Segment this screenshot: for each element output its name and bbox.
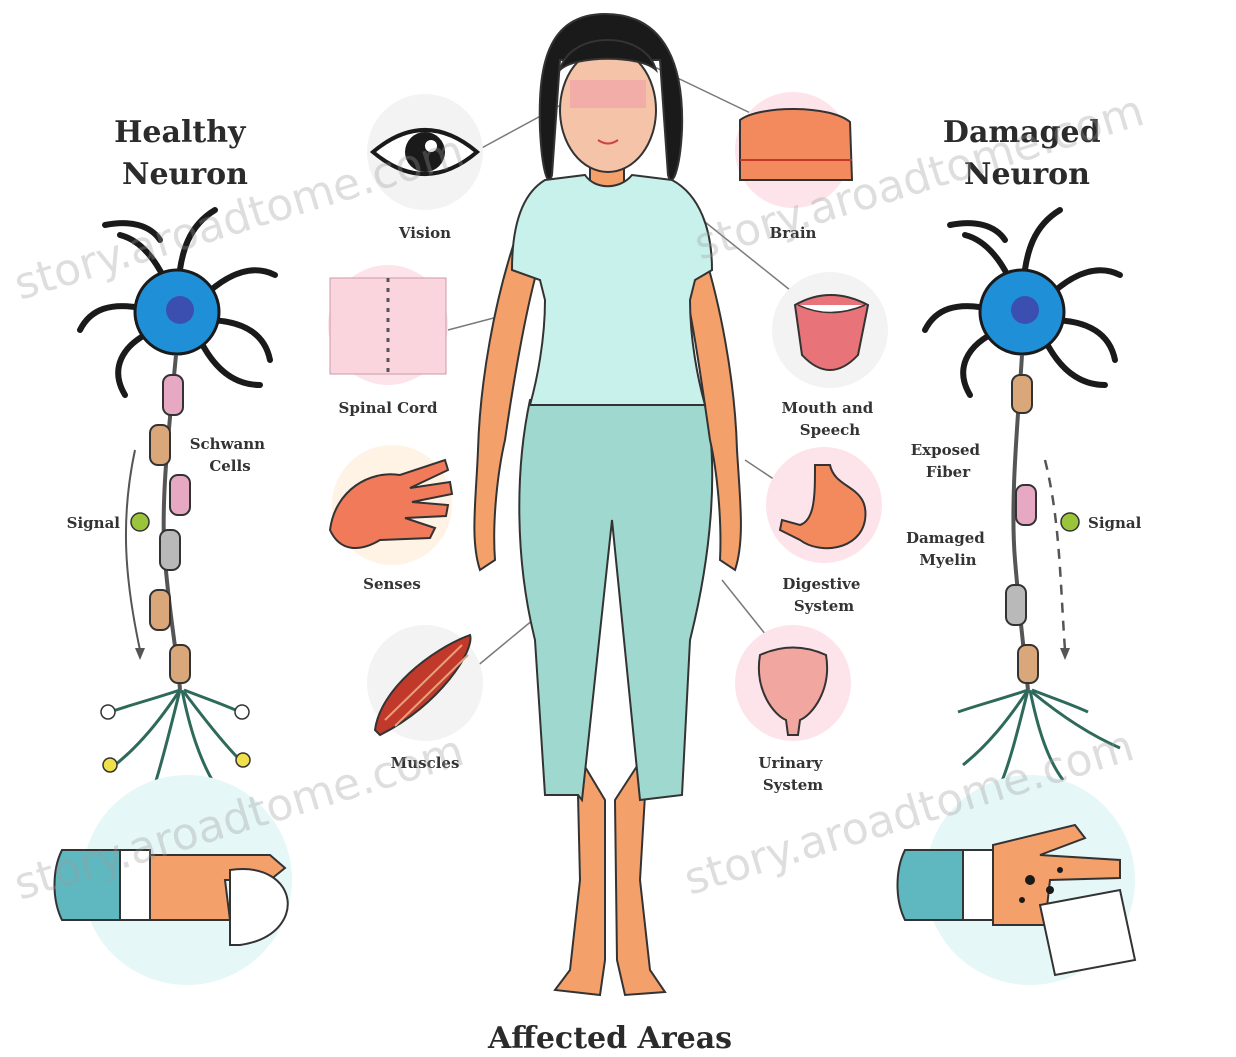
damaged-signal-arrow bbox=[1045, 460, 1065, 650]
label-spinal-cord: Spinal Cord bbox=[339, 399, 438, 417]
healthy-signal-dot bbox=[131, 513, 149, 531]
healthy-neuron bbox=[80, 210, 275, 809]
area-mouth bbox=[772, 272, 888, 388]
area-spinal-cord bbox=[328, 265, 448, 385]
label-damaged-signal: Signal bbox=[1088, 514, 1142, 532]
area-urinary bbox=[735, 625, 851, 741]
pants bbox=[519, 400, 712, 800]
damaged-cuff bbox=[898, 850, 964, 920]
healthy-neuron-heading: Healthy Neuron bbox=[114, 115, 256, 192]
eye-highlight bbox=[570, 80, 646, 108]
area-senses bbox=[330, 445, 452, 565]
damaged-cup bbox=[1040, 890, 1135, 975]
damaged-neuron bbox=[925, 210, 1120, 790]
face bbox=[560, 48, 656, 172]
label-exposed-fiber: Exposed Fiber bbox=[911, 441, 986, 481]
woman-figure bbox=[474, 14, 741, 995]
label-mouth: Mouth and Speech bbox=[782, 399, 879, 439]
label-senses: Senses bbox=[363, 575, 421, 593]
label-vision: Vision bbox=[398, 224, 451, 242]
label-digestive: Digestive System bbox=[782, 575, 865, 615]
brain-icon bbox=[740, 109, 852, 180]
label-urinary: Urinary System bbox=[758, 754, 827, 794]
label-healthy-signal: Signal bbox=[67, 514, 121, 532]
affected-areas-title: Affected Areas bbox=[487, 1021, 732, 1056]
damaged-signal-dot bbox=[1061, 513, 1079, 531]
area-muscles bbox=[367, 625, 483, 741]
label-damaged-myelin: Damaged Myelin bbox=[906, 529, 990, 569]
healthy-signal-arrow bbox=[126, 450, 140, 650]
label-schwann-cells: Schwann Cells bbox=[190, 435, 271, 475]
area-digestive bbox=[766, 447, 882, 563]
shirt bbox=[512, 175, 712, 405]
